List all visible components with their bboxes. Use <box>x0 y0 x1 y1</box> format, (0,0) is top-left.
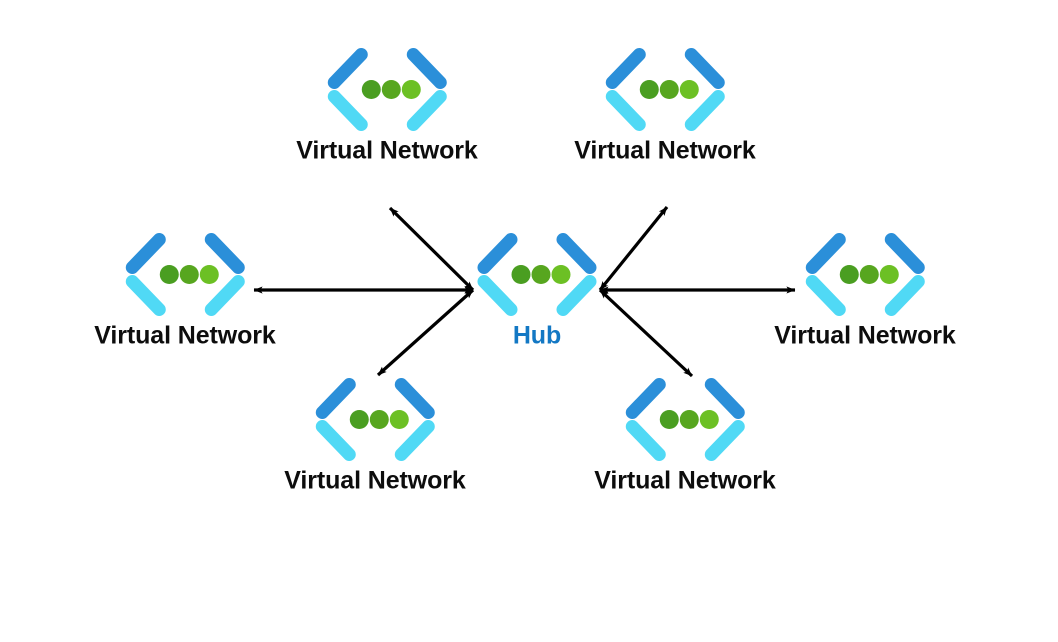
virtual-network-icon <box>327 48 447 131</box>
node-label: Virtual Network <box>296 136 478 165</box>
virtual-network-icon <box>625 378 745 461</box>
node-label: Virtual Network <box>94 321 276 350</box>
hub-label: Hub <box>512 321 562 350</box>
node-virtual-network-middle-left[interactable]: Virtual Network <box>94 232 276 350</box>
node-hub[interactable]: Hub <box>473 232 601 349</box>
node-virtual-network-top-right[interactable]: Virtual Network <box>574 47 756 165</box>
node-label: Virtual Network <box>774 321 956 350</box>
connector-hub-to-bottom-left <box>376 288 475 377</box>
node-virtual-network-top-left[interactable]: Virtual Network <box>296 47 478 165</box>
connector-hub-to-top-right <box>598 205 669 292</box>
node-label: Virtual Network <box>594 466 776 495</box>
node-virtual-network-bottom-right[interactable]: Virtual Network <box>594 377 776 495</box>
virtual-network-icon <box>805 233 925 316</box>
virtual-network-icon <box>477 233 597 316</box>
node-virtual-network-bottom-left[interactable]: Virtual Network <box>284 377 466 495</box>
node-label: Virtual Network <box>574 136 756 165</box>
node-label: Virtual Network <box>284 466 466 495</box>
virtual-network-icon <box>315 378 435 461</box>
connector-hub-to-bottom-right <box>598 288 694 378</box>
virtual-network-icon <box>605 48 725 131</box>
node-virtual-network-middle-right[interactable]: Virtual Network <box>774 232 956 350</box>
virtual-network-icon <box>125 233 245 316</box>
connector-hub-to-top-left <box>388 206 475 292</box>
